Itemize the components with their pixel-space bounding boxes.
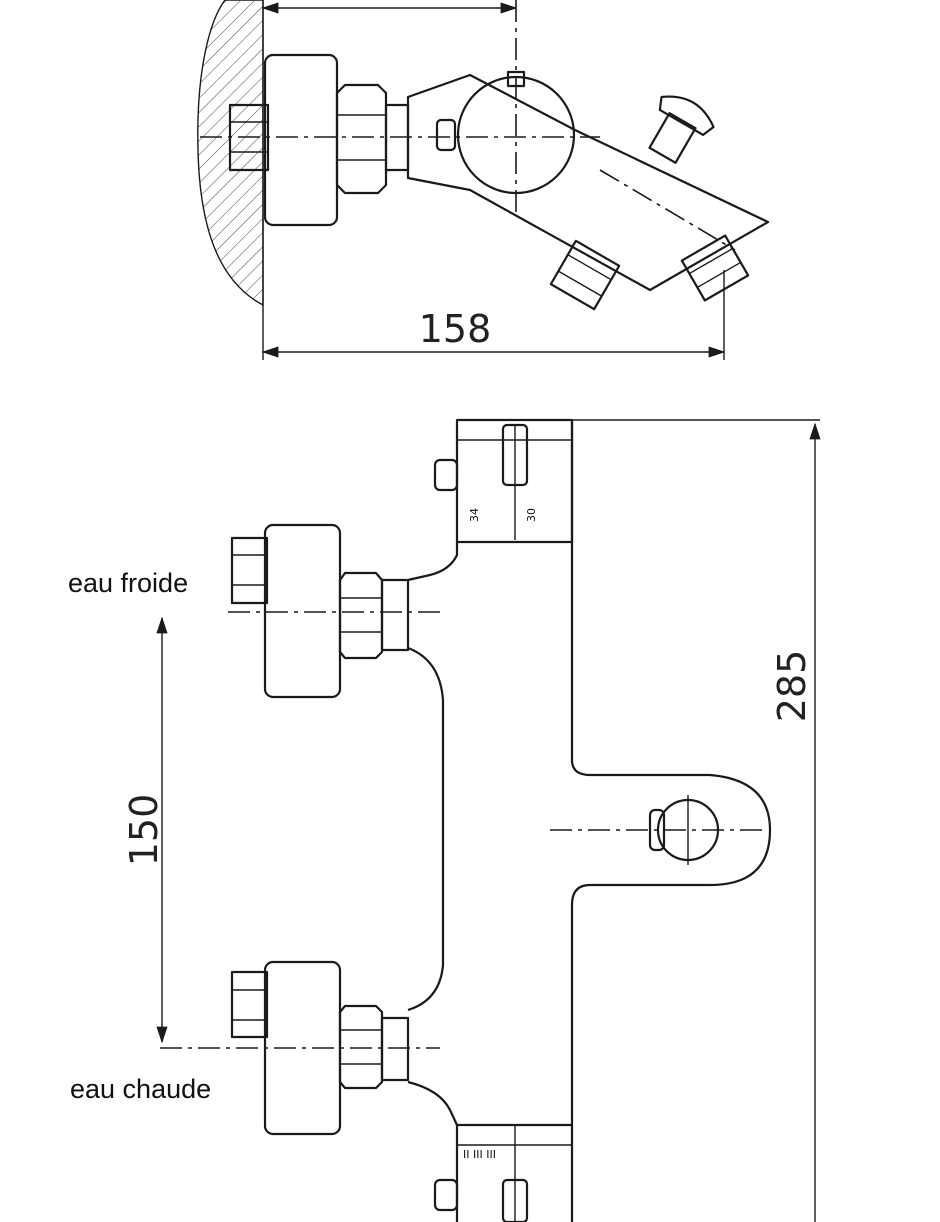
cold-inlet <box>230 523 410 699</box>
label-hot-water: eau chaude <box>70 1074 211 1104</box>
front-body-outline <box>407 420 772 1222</box>
label-cold-water: eau froide <box>68 568 188 598</box>
top-thermostat-cylinder <box>456 75 576 195</box>
top-view: 158 <box>197 0 770 360</box>
dimension-height-label: 285 <box>770 650 814 723</box>
top-body <box>406 73 770 292</box>
scale-ticks: II III III <box>463 1148 496 1161</box>
scale-mark-1: 34 <box>468 508 481 522</box>
front-view: 34 30 II III III <box>68 418 821 1222</box>
dimension-spacing-label: 150 <box>122 794 166 867</box>
scale-mark-2: 30 <box>525 508 538 522</box>
dimension-width-label: 158 <box>419 307 492 351</box>
top-wall-nut <box>263 53 339 227</box>
top-hex-nut <box>335 83 388 195</box>
